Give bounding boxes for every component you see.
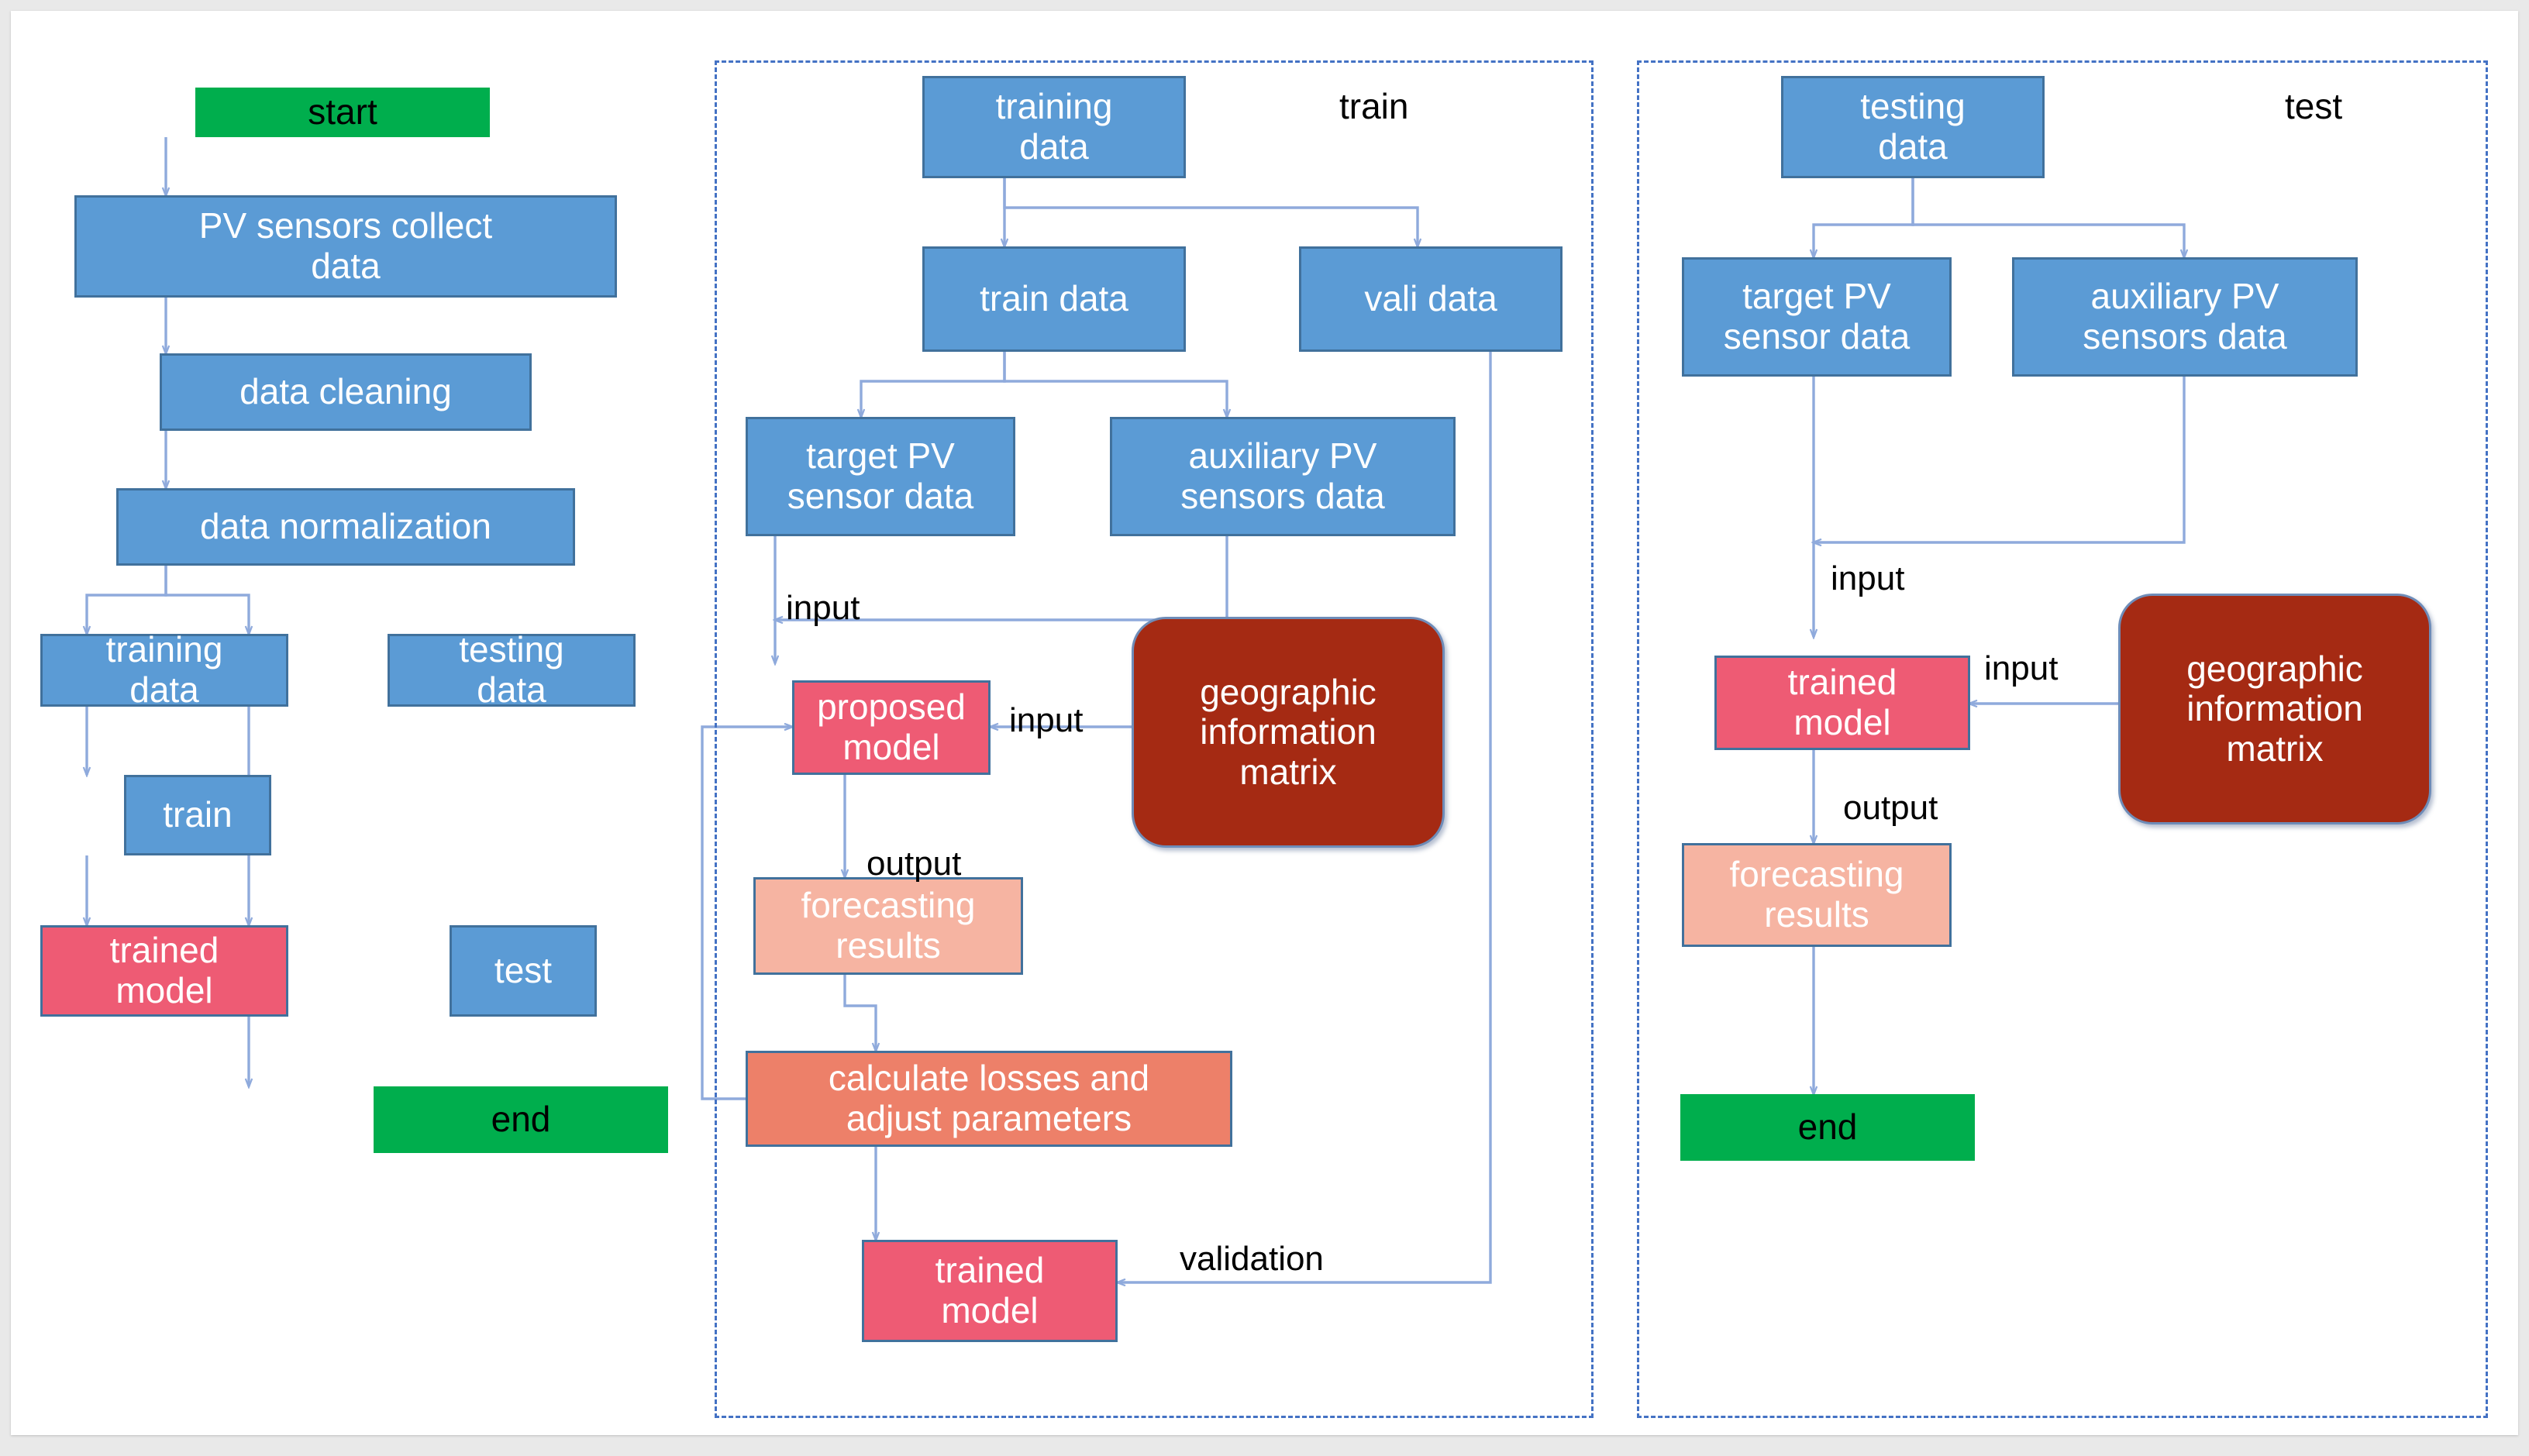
node-proposed-model[interactable]: proposed model xyxy=(792,680,991,775)
panel-title-train: train xyxy=(1339,86,1409,126)
node-test-target-pv-sensor-data[interactable]: target PV sensor data xyxy=(1682,257,1952,377)
node-train-training-data[interactable]: training data xyxy=(922,76,1186,178)
node-test[interactable]: test xyxy=(450,925,597,1017)
node-train-data[interactable]: train data xyxy=(922,246,1186,352)
node-data-cleaning[interactable]: data cleaning xyxy=(160,353,532,431)
node-test-trained-model[interactable]: trained model xyxy=(1714,656,1970,750)
node-end-right[interactable]: end xyxy=(1680,1094,1975,1161)
node-train[interactable]: train xyxy=(124,775,271,855)
connector-group-test xyxy=(1814,178,2184,1094)
label-test-output: output xyxy=(1843,789,1938,827)
node-trained-model-left[interactable]: trained model xyxy=(40,925,288,1017)
node-train-forecasting-results[interactable]: forecasting results xyxy=(753,877,1023,975)
node-train-trained-model[interactable]: trained model xyxy=(862,1240,1118,1342)
node-test-testing-data[interactable]: testing data xyxy=(1781,76,2045,178)
node-testing-data[interactable]: testing data xyxy=(388,630,636,710)
panel-title-test: test xyxy=(2285,86,2343,126)
label-test-input-right: input xyxy=(1984,649,2059,687)
node-test-auxiliary-pv-sensors-data[interactable]: auxiliary PV sensors data xyxy=(2012,257,2358,377)
panel-train xyxy=(715,60,1594,1418)
node-train-geographic-information-matrix[interactable]: geographic information matrix xyxy=(1132,617,1445,848)
panel-test xyxy=(1637,60,2488,1418)
node-data-normalization[interactable]: data normalization xyxy=(116,488,575,566)
label-train-input-top: input xyxy=(786,589,860,627)
node-training-data[interactable]: training data xyxy=(40,630,288,710)
node-train-auxiliary-pv-sensors-data[interactable]: auxiliary PV sensors data xyxy=(1110,417,1456,536)
node-start[interactable]: start xyxy=(195,88,490,137)
node-end-left[interactable]: end xyxy=(374,1086,668,1153)
node-train-target-pv-sensor-data[interactable]: target PV sensor data xyxy=(746,417,1015,536)
connector-group-train xyxy=(701,178,1492,1282)
node-calculate-losses-adjust-parameters[interactable]: calculate losses and adjust parameters xyxy=(746,1051,1232,1147)
label-test-input-top: input xyxy=(1831,559,1905,597)
label-train-validation: validation xyxy=(1180,1240,1324,1278)
node-vali-data[interactable]: vali data xyxy=(1299,246,1563,352)
node-test-geographic-information-matrix[interactable]: geographic information matrix xyxy=(2118,594,2431,824)
node-pv-sensors-collect-data[interactable]: PV sensors collect data xyxy=(74,195,617,298)
node-test-forecasting-results[interactable]: forecasting results xyxy=(1682,843,1952,947)
label-train-input-right: input xyxy=(1009,701,1084,739)
label-train-output: output xyxy=(867,845,962,883)
